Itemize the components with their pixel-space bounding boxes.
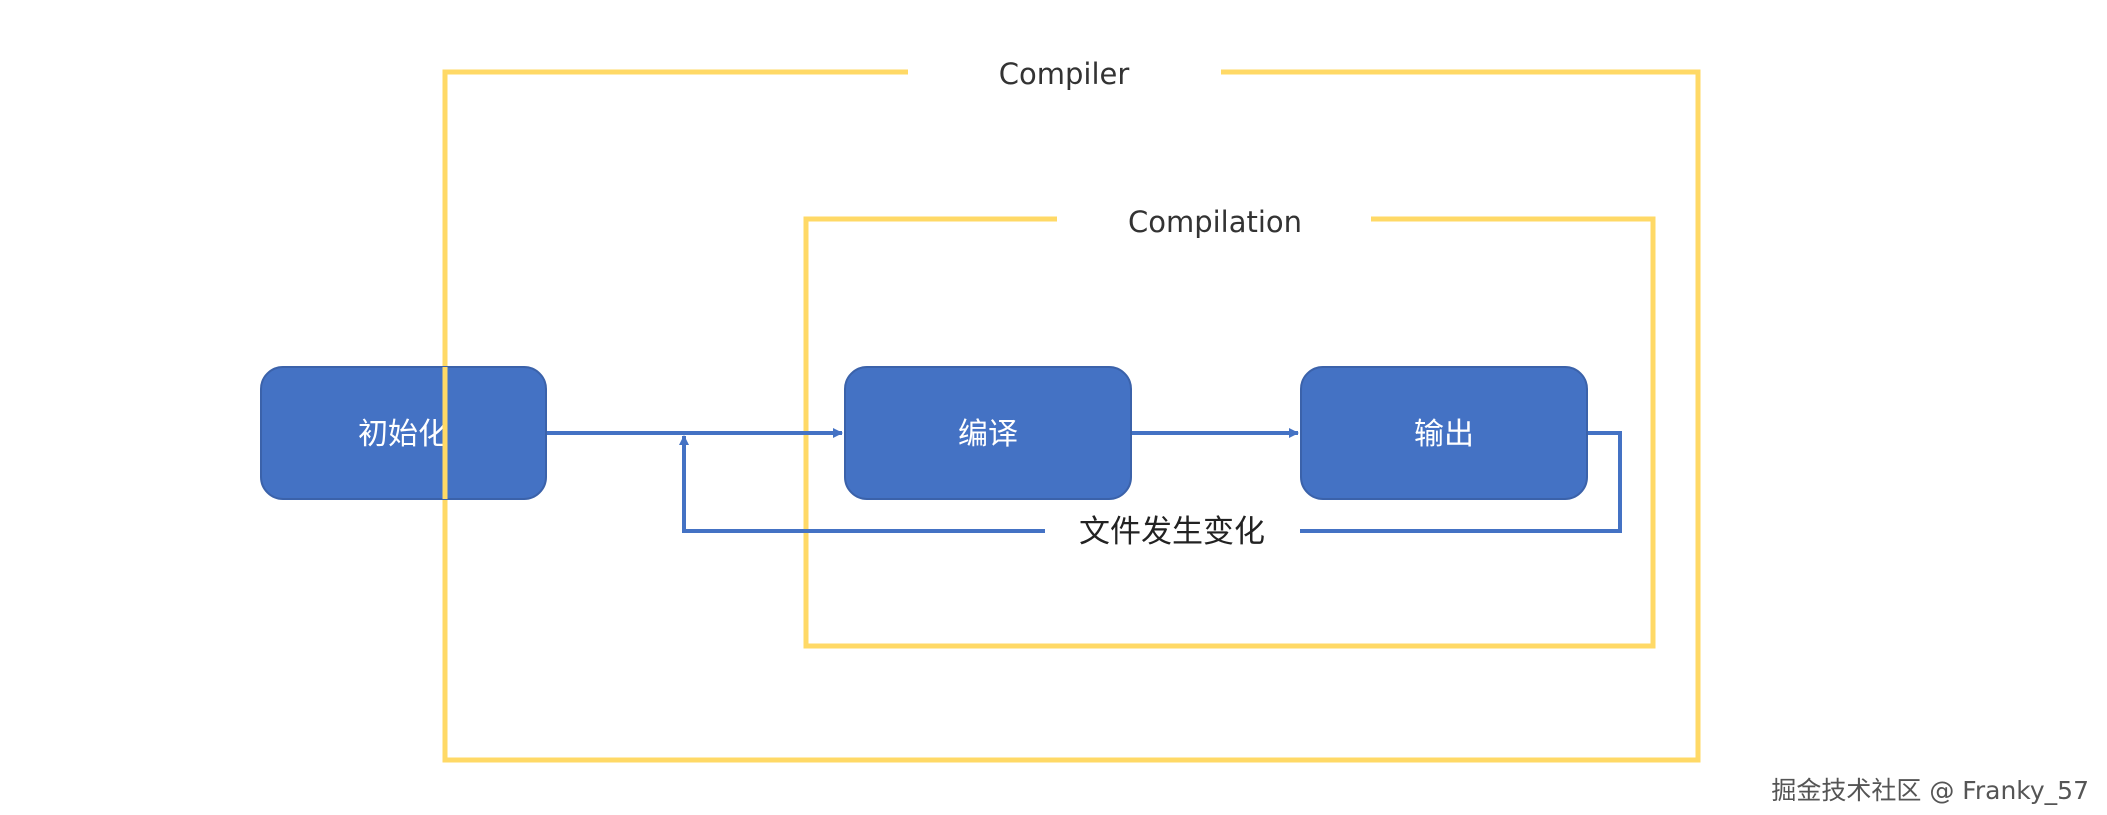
node-output-label: 输出 (1414, 417, 1474, 452)
node-compile-box (844, 366, 1132, 500)
node-init: 初始化 (260, 366, 547, 500)
node-compile-label: 编译 (958, 417, 1018, 452)
compiler-frame-label: Compiler (999, 57, 1130, 91)
node-output: 输出 (1300, 366, 1588, 500)
compilation-frame-border (803, 216, 1656, 649)
edge-loop-label: 文件发生变化 (1079, 514, 1265, 550)
node-init-label: 初始化 (358, 417, 448, 452)
edge-output-loop-back (684, 433, 1622, 533)
node-compile: 编译 (844, 366, 1132, 500)
node-init-box (260, 366, 547, 500)
node-output-box (1300, 366, 1588, 500)
compiler-frame: Compiler (442, 57, 1701, 763)
compilation-frame: Compilation (803, 205, 1656, 649)
compilation-frame-label: Compilation (1128, 205, 1302, 239)
compiler-frame-border (442, 69, 1701, 763)
watermark: 掘金技术社区 @ Franky_57 (1771, 776, 2089, 805)
